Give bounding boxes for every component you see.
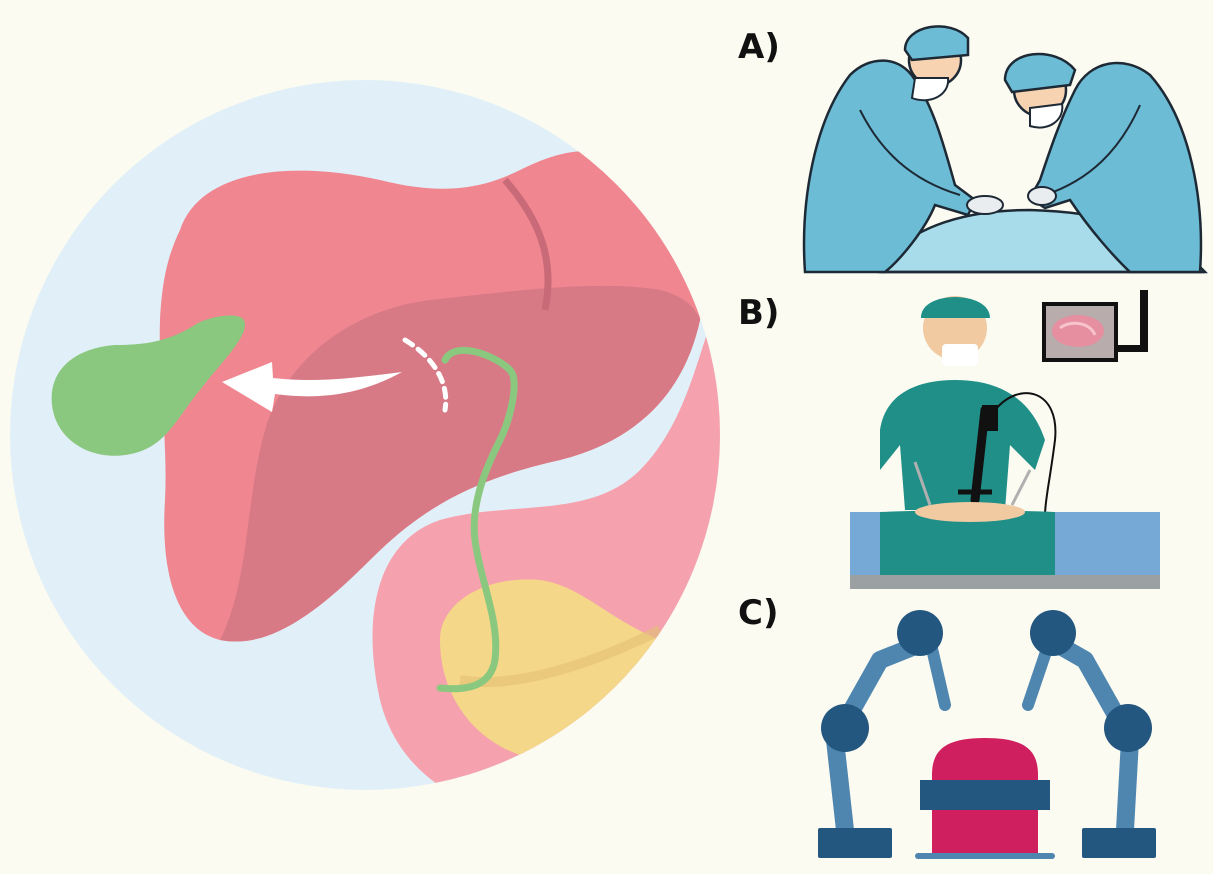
robot-icon <box>818 610 1156 859</box>
anatomy-diagram <box>10 80 760 820</box>
panel-label-b: B) <box>738 296 779 330</box>
laparoscopy-icon <box>850 290 1160 589</box>
monitor-icon <box>1044 290 1148 360</box>
surgeons-icon <box>804 26 1205 272</box>
panel-label-a: A) <box>738 30 780 64</box>
panel-label-c: C) <box>738 596 779 630</box>
